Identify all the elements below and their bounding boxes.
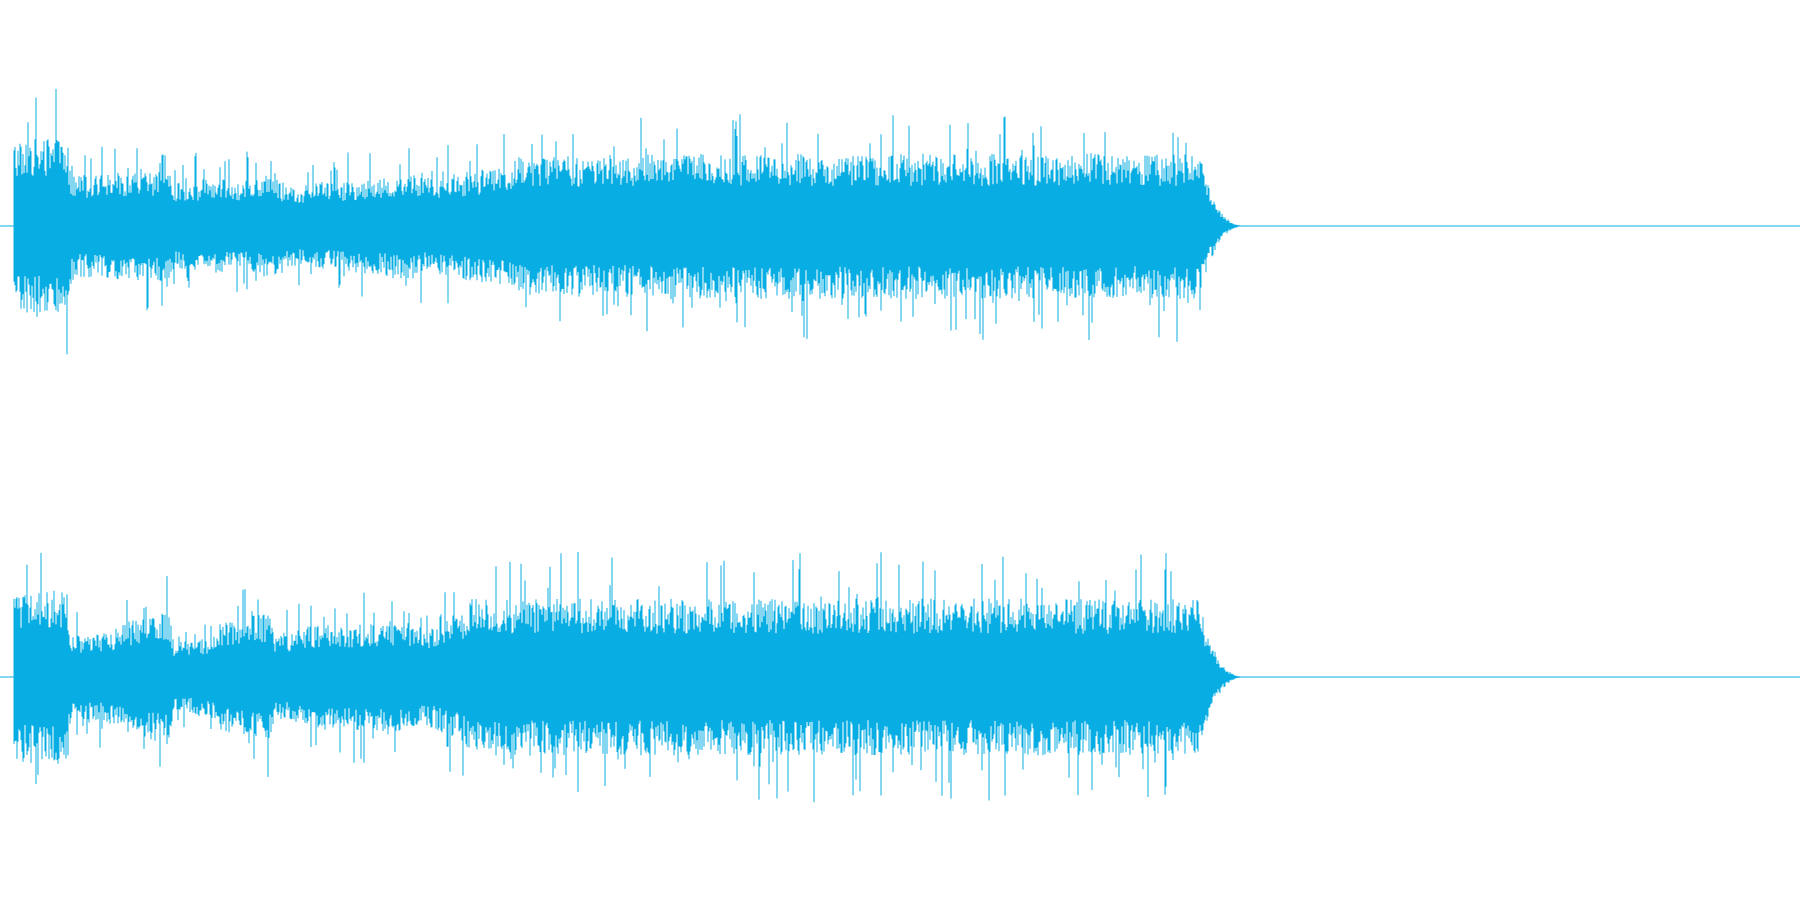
waveform-channel-2[interactable] — [0, 525, 1800, 825]
waveform-channel-2-plot — [0, 551, 1800, 803]
waveform-channel-1-plot — [0, 88, 1800, 355]
waveform-channel-2-signal — [13, 551, 1247, 803]
waveform-channel-1-signal — [13, 88, 1247, 355]
waveform-channel-1[interactable] — [0, 74, 1800, 374]
